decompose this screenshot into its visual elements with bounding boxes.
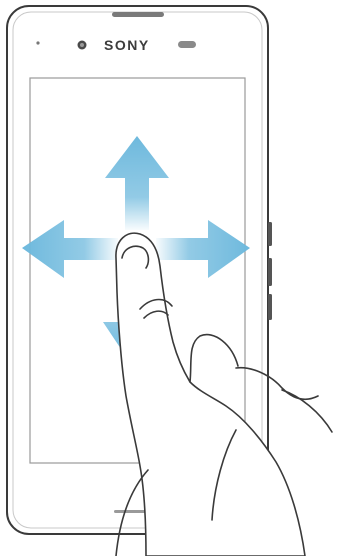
sensor-icon xyxy=(36,41,39,44)
earpiece-slot xyxy=(112,12,164,17)
brand-label: SONY xyxy=(104,37,150,53)
side-buttons xyxy=(268,222,272,320)
camera-icon xyxy=(78,41,87,50)
speaker-icon xyxy=(178,41,196,48)
